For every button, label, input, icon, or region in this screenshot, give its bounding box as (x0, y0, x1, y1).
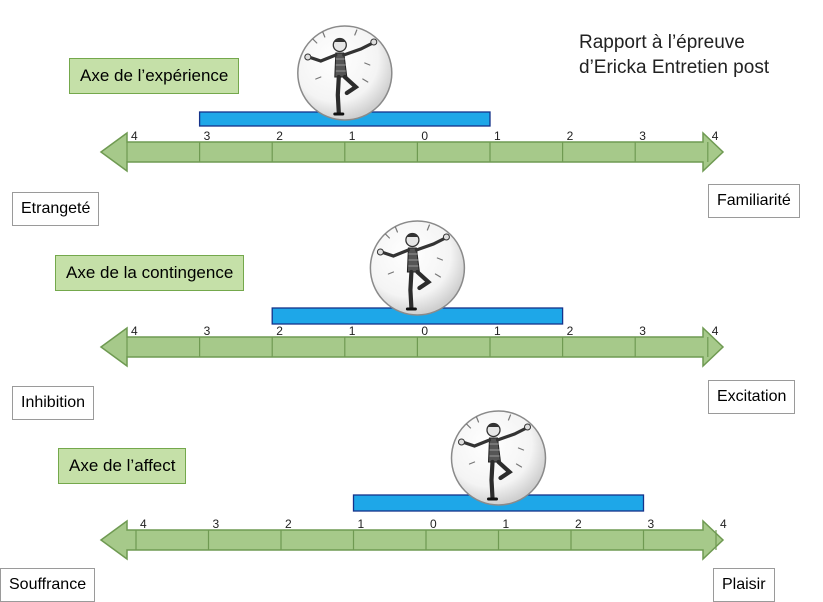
pole-left-etrangete: Etrangeté (12, 192, 100, 226)
tick-label-contingence-3: 1 (349, 324, 356, 338)
pole-left-inhibition: Inhibition (12, 386, 95, 420)
tick-label-affect-2: 2 (285, 517, 292, 531)
tick-label-affect-6: 2 (575, 517, 582, 531)
tick-label-affect-0: 4 (140, 517, 147, 531)
axis-label-contingence: Axe de la contingence (55, 255, 245, 291)
axis-label-experience: Axe de l’expérience (69, 58, 240, 94)
pole-right-familiarite: Familiarité (708, 184, 800, 218)
title-line-2: d’Ericka Entretien post (579, 57, 770, 78)
axis-label-affect: Axe de l’affect (58, 448, 187, 484)
diagram-title: Rapport à l’épreuve d’Ericka Entretien p… (579, 30, 769, 80)
tick-label-contingence-0: 4 (131, 324, 138, 338)
tick-label-experience-6: 2 (567, 129, 574, 143)
tick-label-affect-5: 1 (503, 517, 510, 531)
pole-right-excitation: Excitation (708, 380, 796, 414)
scale-arrow-experience (99, 131, 725, 173)
dancing-figure-in-bubble-icon (370, 221, 464, 315)
pole-right-plaisir: Plaisir (713, 568, 775, 602)
pole-left-souffrance: Souffrance (0, 568, 96, 602)
tick-label-affect-1: 3 (213, 517, 220, 531)
tick-label-experience-2: 2 (276, 129, 283, 143)
tick-label-experience-8: 4 (712, 129, 719, 143)
tick-label-affect-4: 0 (430, 517, 437, 531)
tick-label-affect-7: 3 (648, 517, 655, 531)
tick-label-contingence-4: 0 (421, 324, 428, 338)
tick-label-experience-1: 3 (204, 129, 211, 143)
scale-arrow-contingence (99, 326, 725, 368)
dancing-figure-in-bubble-icon (452, 411, 546, 505)
tick-label-contingence-6: 2 (567, 324, 574, 338)
dancing-figure-in-bubble-icon (298, 26, 392, 120)
tick-label-contingence-2: 2 (276, 324, 283, 338)
tick-label-experience-5: 1 (494, 129, 501, 143)
tick-label-contingence-7: 3 (639, 324, 646, 338)
tick-label-contingence-5: 1 (494, 324, 501, 338)
tick-label-affect-8: 4 (720, 517, 727, 531)
title-line-1: Rapport à l’épreuve (579, 32, 745, 53)
tick-label-contingence-8: 4 (712, 324, 719, 338)
tick-label-experience-7: 3 (639, 129, 646, 143)
tick-label-affect-3: 1 (358, 517, 365, 531)
tick-label-experience-3: 1 (349, 129, 356, 143)
tick-label-experience-4: 0 (421, 129, 428, 143)
tick-label-experience-0: 4 (131, 129, 138, 143)
scale-arrow-affect (99, 519, 725, 561)
tick-label-contingence-1: 3 (204, 324, 211, 338)
